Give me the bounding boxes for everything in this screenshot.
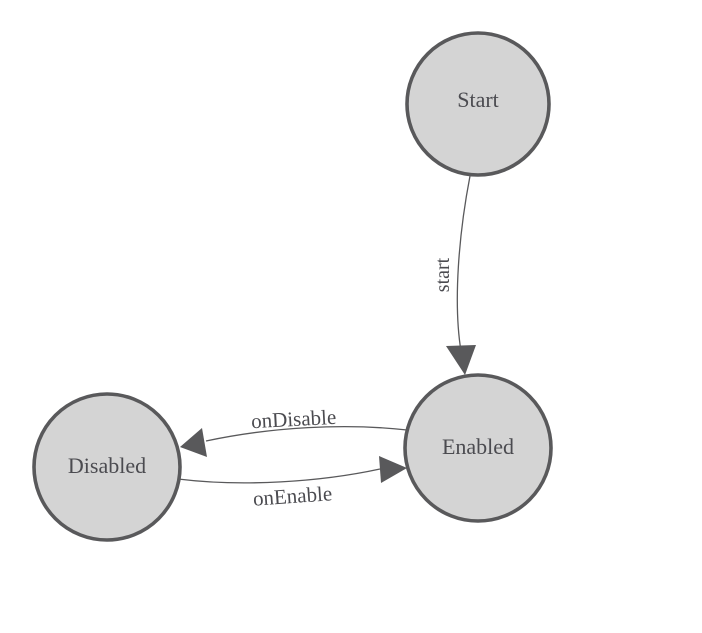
- edge-start: start: [432, 175, 476, 375]
- edge-onenable: onEnable: [177, 456, 407, 511]
- node-enabled-label: Enabled: [442, 434, 514, 459]
- node-start: Start: [405, 31, 551, 177]
- node-disabled-circle: [32, 392, 182, 542]
- edge-start-line: [456, 175, 471, 352]
- node-start-circle: [405, 31, 551, 177]
- edge-ondisable-label: onDisable: [250, 405, 336, 433]
- edge-start-arrowhead: [446, 345, 476, 375]
- edge-ondisable: onDisable: [180, 405, 408, 457]
- node-start-label: Start: [457, 87, 499, 112]
- edge-onenable-line: [177, 468, 381, 484]
- node-disabled: Disabled: [32, 392, 182, 542]
- node-enabled-circle: [403, 373, 553, 523]
- edge-start-label: start: [432, 257, 454, 292]
- edge-onenable-arrowhead: [379, 456, 407, 483]
- node-disabled-label: Disabled: [68, 453, 146, 478]
- edge-ondisable-arrowhead: [180, 428, 207, 457]
- node-enabled: Enabled: [403, 373, 553, 523]
- edge-onenable-label: onEnable: [252, 481, 333, 510]
- edge-ondisable-line: [205, 425, 408, 442]
